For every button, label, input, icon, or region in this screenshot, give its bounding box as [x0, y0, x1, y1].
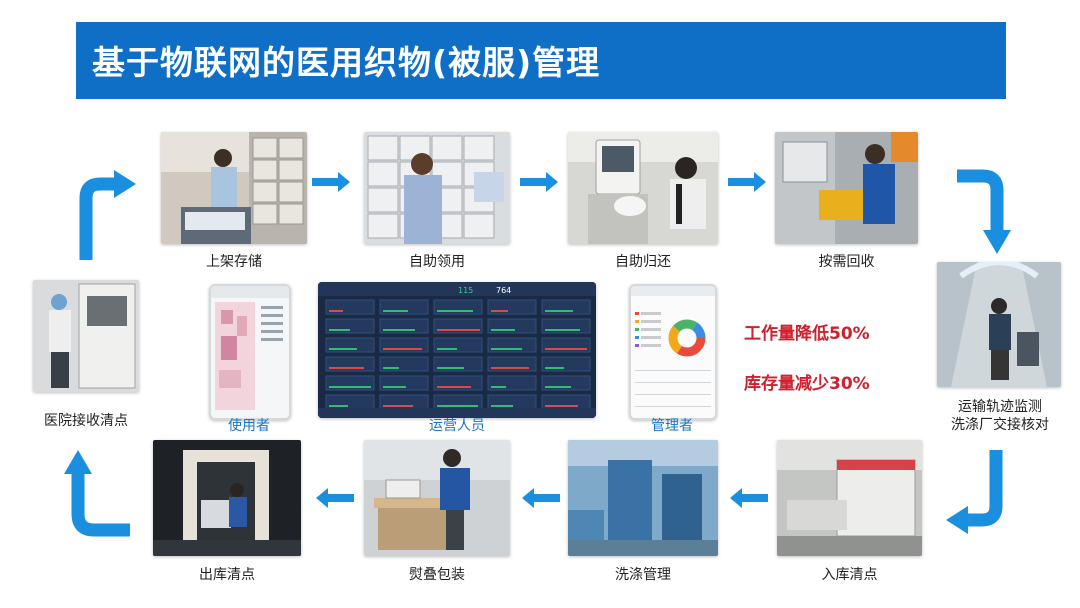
dashboard-tile-bar [491, 405, 513, 407]
caption-washing: 洗涤管理 [615, 567, 671, 583]
caption-transport-line1: 运输轨迹监测 [958, 399, 1042, 415]
dashboard-tile-bar [491, 386, 506, 388]
title-banner: 基于物联网的医用织物(被服)管理 [76, 22, 1006, 99]
role-operator: 运营人员 [429, 418, 485, 434]
dashboard-tile-bar [383, 348, 422, 350]
caption-self-pickup: 自助领用 [409, 254, 465, 270]
arrow-left-icon [522, 488, 560, 508]
role-user: 使用者 [228, 418, 270, 434]
dashboard-tile-bar [437, 329, 480, 331]
phone-manager-app [629, 284, 717, 420]
photo-recycle [775, 132, 918, 244]
caption-ironing: 熨叠包装 [409, 567, 465, 583]
phone-user-app [209, 284, 291, 420]
dashboard-count-a: 115 [458, 286, 473, 295]
dashboard-tile-bar [545, 348, 587, 350]
stat-workload: 工作量降低50% [744, 324, 870, 344]
photo-transport [937, 262, 1061, 387]
dashboard-tile-bar [545, 310, 573, 312]
dashboard-operator: 115 764 [318, 282, 596, 418]
photo-ironing [364, 440, 510, 556]
curved-arrow-up-left-icon [64, 450, 130, 537]
dashboard-tile-bar [329, 310, 343, 312]
caption-transport-line2: 洗涤厂交接核对 [951, 417, 1049, 433]
dashboard-tile-bar [545, 386, 571, 388]
dashboard-tile-bar [383, 405, 413, 407]
dashboard-tile-bar [329, 367, 364, 369]
dashboard-tile-bar [383, 310, 408, 312]
curved-arrow-down-left-icon [946, 450, 1003, 534]
dashboard-tile-bar [491, 367, 529, 369]
dashboard-tile-bar [545, 329, 580, 331]
dashboard-tile-bar [329, 329, 350, 331]
dashboard-tile-bar [545, 367, 564, 369]
dashboard-tile-bar [491, 310, 508, 312]
arrow-right-icon [728, 172, 766, 192]
photo-warehouse-in [777, 440, 922, 556]
caption-hospital-receive: 医院接收清点 [44, 413, 128, 429]
dashboard-tile-bar [437, 348, 457, 350]
photo-warehouse-out [153, 440, 301, 556]
dashboard-tile-bar [437, 310, 473, 312]
caption-recycle: 按需回收 [818, 254, 875, 270]
photo-self-return [568, 132, 718, 244]
dashboard-tile-bar [437, 405, 478, 407]
curved-arrow-up-right-icon [79, 170, 136, 260]
dashboard-tile-bar [383, 329, 415, 331]
page-title: 基于物联网的医用织物(被服)管理 [92, 43, 601, 82]
caption-warehouse-out: 出库清点 [199, 567, 255, 583]
role-manager: 管理者 [651, 418, 693, 434]
caption-warehouse-in: 入库清点 [821, 567, 878, 583]
dashboard-tile-bar [329, 348, 357, 350]
photo-hospital-receive [33, 280, 139, 392]
dashboard-tile-bar [329, 386, 371, 388]
photo-shelf-storage [161, 132, 307, 244]
curved-arrow-down-icon [957, 169, 1011, 254]
dashboard-tile-bar [437, 367, 464, 369]
arrow-left-icon [316, 488, 354, 508]
dashboard-tile-bar [383, 367, 399, 369]
caption-shelf-storage: 上架存储 [206, 254, 262, 270]
arrow-right-icon [520, 172, 558, 192]
photo-washing [568, 440, 718, 556]
dashboard-tile-bar [491, 329, 515, 331]
dashboard-tile-bar [383, 386, 406, 388]
arrow-left-icon [730, 488, 768, 508]
caption-self-return: 自助归还 [615, 254, 671, 270]
dashboard-count-b: 764 [496, 286, 511, 295]
dashboard-tile-bar [491, 348, 522, 350]
photo-self-pickup [364, 132, 510, 244]
stat-inventory: 库存量减少30% [744, 374, 870, 394]
dashboard-tile-bar [329, 405, 348, 407]
arrow-right-icon [312, 172, 350, 192]
dashboard-tile-bar [437, 386, 471, 388]
dashboard-tile-bar [545, 405, 578, 407]
